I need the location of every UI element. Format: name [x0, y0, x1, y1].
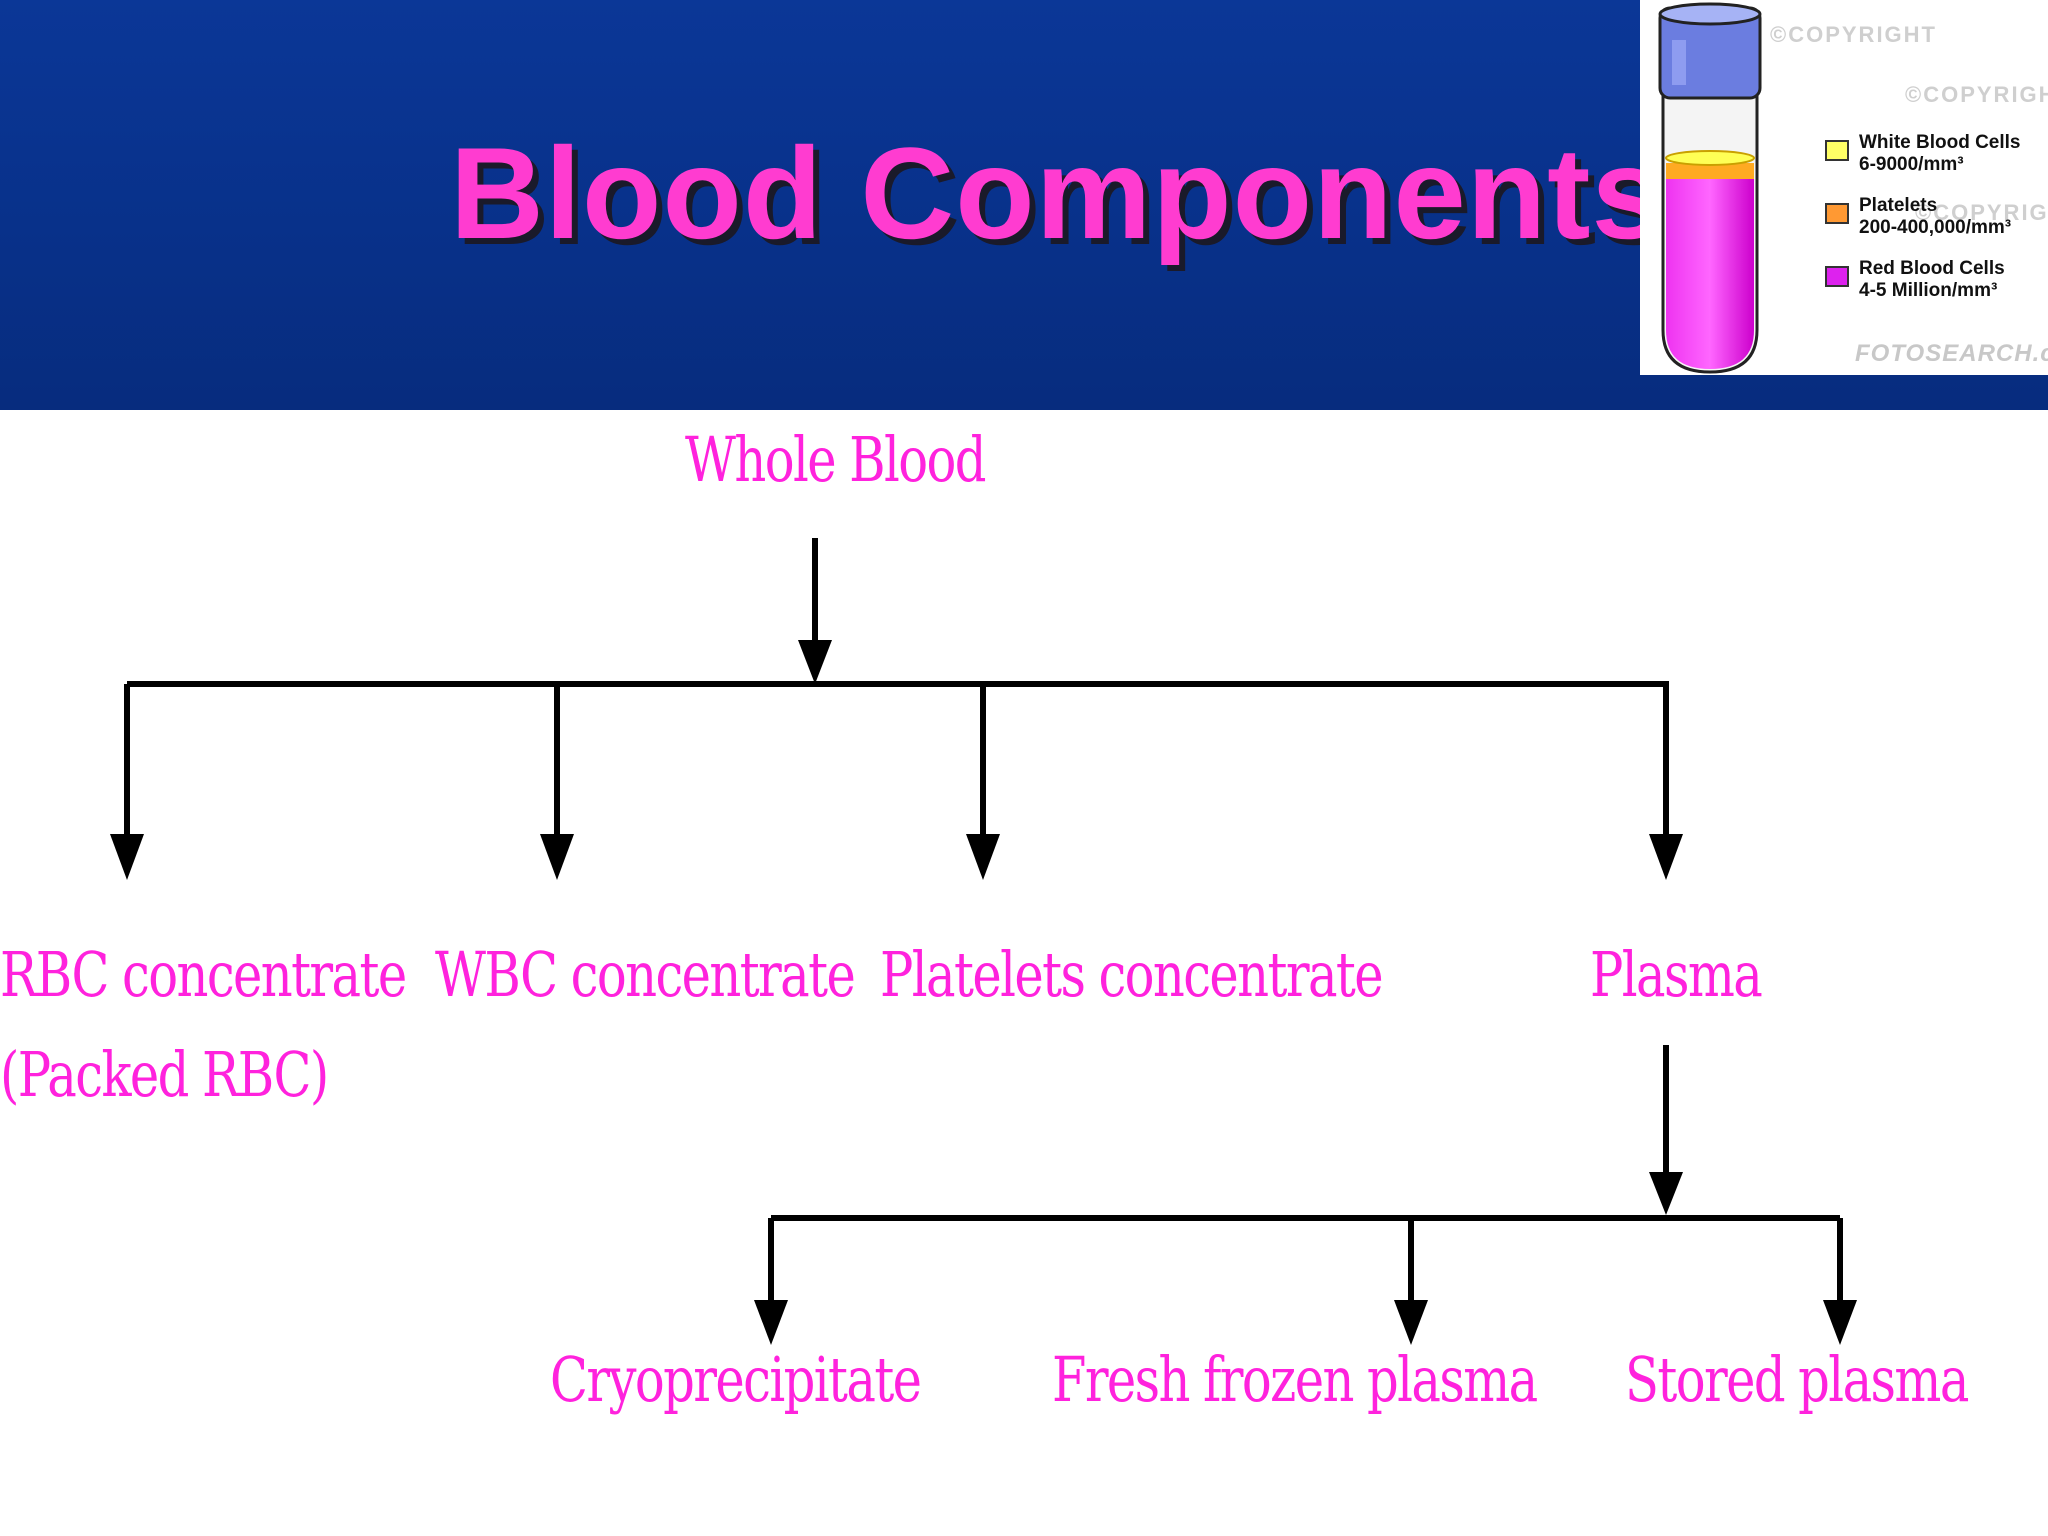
legend-entry-white-cells: White Blood Cells 6-9000/mm³: [1825, 132, 2047, 180]
arrow-head: [1823, 1300, 1857, 1345]
legend-label: White Blood Cells: [1859, 132, 2021, 153]
slide-title: Blood Components: [450, 120, 1665, 266]
node-platelets-concentrate: Platelets concentrate: [880, 938, 1384, 1011]
node-rbc-concentrate-subtitle: (Packed RBC): [0, 1038, 329, 1111]
legend-entry-platelets: Platelets 200-400,000/mm³: [1825, 195, 2047, 243]
arrow-head: [966, 834, 1000, 880]
legend-label: Red Blood Cells: [1859, 258, 2005, 279]
red-cell-layer: [1666, 178, 1754, 369]
node-plasma: Plasma: [1590, 938, 1763, 1011]
arrow-head: [1649, 834, 1683, 880]
node-rbc-concentrate: RBC concentrate: [0, 938, 407, 1011]
arrow-head: [754, 1300, 788, 1345]
fotosearch-logo: FOTOSEARCH.com: [1855, 340, 2048, 367]
watermark-text: ©COPYRIGHT: [1770, 22, 1937, 47]
node-stored-plasma: Stored plasma: [1625, 1343, 1969, 1416]
arrow-head: [1394, 1300, 1428, 1345]
watermark-text: ©COPYRIGHT: [1905, 82, 2048, 107]
white-cell-layer: [1665, 150, 1755, 166]
tube-cap-top: [1658, 2, 1762, 26]
watermark-text: ©COPYRIGHT: [1915, 200, 2048, 225]
node-fresh-frozen-plasma: Fresh frozen plasma: [1052, 1343, 1538, 1416]
node-whole-blood: Whole Blood: [685, 423, 987, 496]
arrow-head: [540, 834, 574, 880]
legend-swatch: [1825, 203, 1849, 224]
legend-entry-red-cells: Red Blood Cells 4-5 Million/mm³: [1825, 258, 2047, 306]
blood-tube-figure: ©COPYRIGHT ©COPYRIGHT ©COPYRIGHT White B…: [1640, 0, 2048, 375]
legend-value: 200-400,000/mm³: [1859, 217, 2012, 238]
node-cryoprecipitate: Cryoprecipitate: [550, 1343, 922, 1416]
legend-swatch: [1825, 140, 1849, 161]
legend-value: 6-9000/mm³: [1859, 154, 1964, 175]
test-tube-illustration: [1658, 2, 1762, 374]
arrow-head: [1649, 1172, 1683, 1215]
arrow-head: [798, 640, 832, 684]
legend-value: 4-5 Million/mm³: [1859, 280, 1998, 301]
node-wbc-concentrate: WBC concentrate: [435, 938, 856, 1011]
arrow-head: [110, 834, 144, 880]
legend-swatch: [1825, 266, 1849, 287]
legend-label: Platelets: [1859, 195, 1938, 216]
platelet-layer: [1666, 163, 1754, 179]
